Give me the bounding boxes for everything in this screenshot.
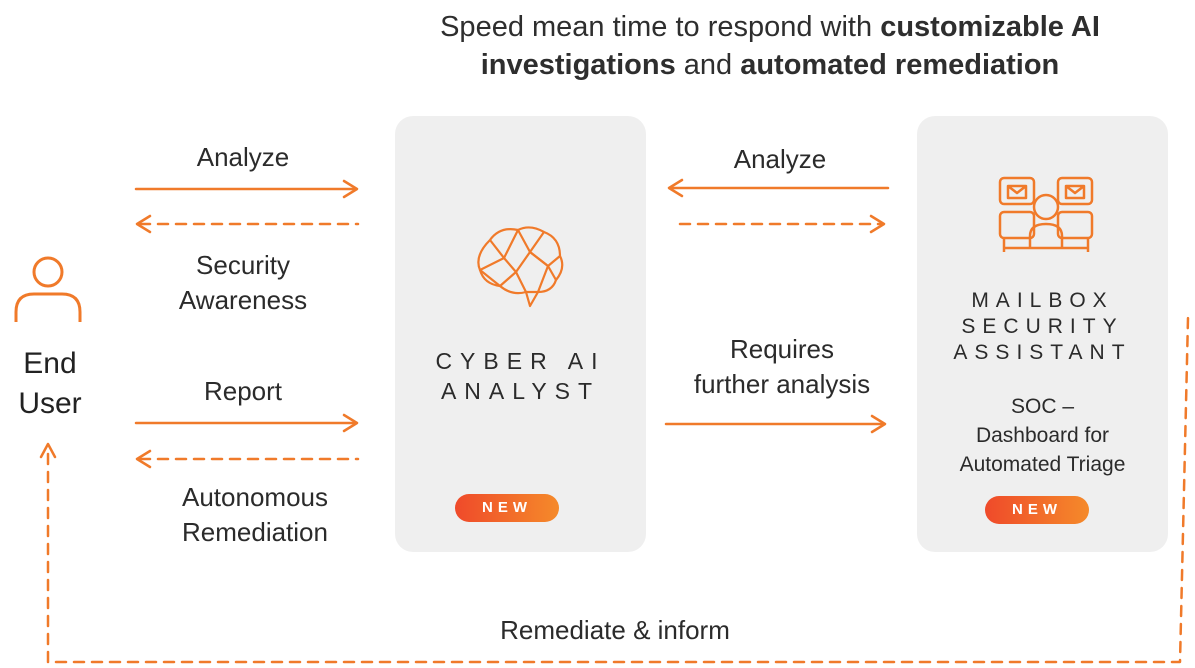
cyber-ai-analyst-card xyxy=(395,116,646,552)
mailbox-team-icon xyxy=(998,176,1094,252)
person-icon xyxy=(14,256,82,322)
mailbox-security-assistant-card xyxy=(917,116,1168,552)
soc-dashboard-description: SOC – Dashboard for Automated Triage xyxy=(959,395,1126,476)
arrow-remediate-loop xyxy=(46,316,1190,664)
label-analyze-left: Analyze xyxy=(196,142,290,172)
diagram-title: Speed mean time to respond with customiz… xyxy=(360,8,1180,84)
new-badge-cyber: NEW xyxy=(455,494,559,522)
end-user-label: End User xyxy=(18,347,82,420)
title-line-1: Speed mean time to respond with customiz… xyxy=(440,11,1100,43)
label-report: Report xyxy=(203,376,283,406)
label-requires-further-analysis: Requires further analysis xyxy=(693,334,871,399)
title-line-2: investigations and automated remediation xyxy=(480,49,1060,81)
cyber-ai-analyst-title: CYBER AI ANALYST xyxy=(435,348,606,404)
mailbox-security-assistant-title: MAILBOX SECURITY ASSISTANT xyxy=(953,289,1132,364)
label-autonomous-remediation: Autonomous Remediation xyxy=(182,482,328,547)
label-security-awareness: Security Awareness xyxy=(178,250,308,315)
brain-icon xyxy=(477,226,564,308)
label-analyze-right: Analyze xyxy=(733,144,827,174)
label-remediate-inform: Remediate & inform xyxy=(500,615,730,645)
new-badge-mailbox: NEW xyxy=(985,496,1089,524)
